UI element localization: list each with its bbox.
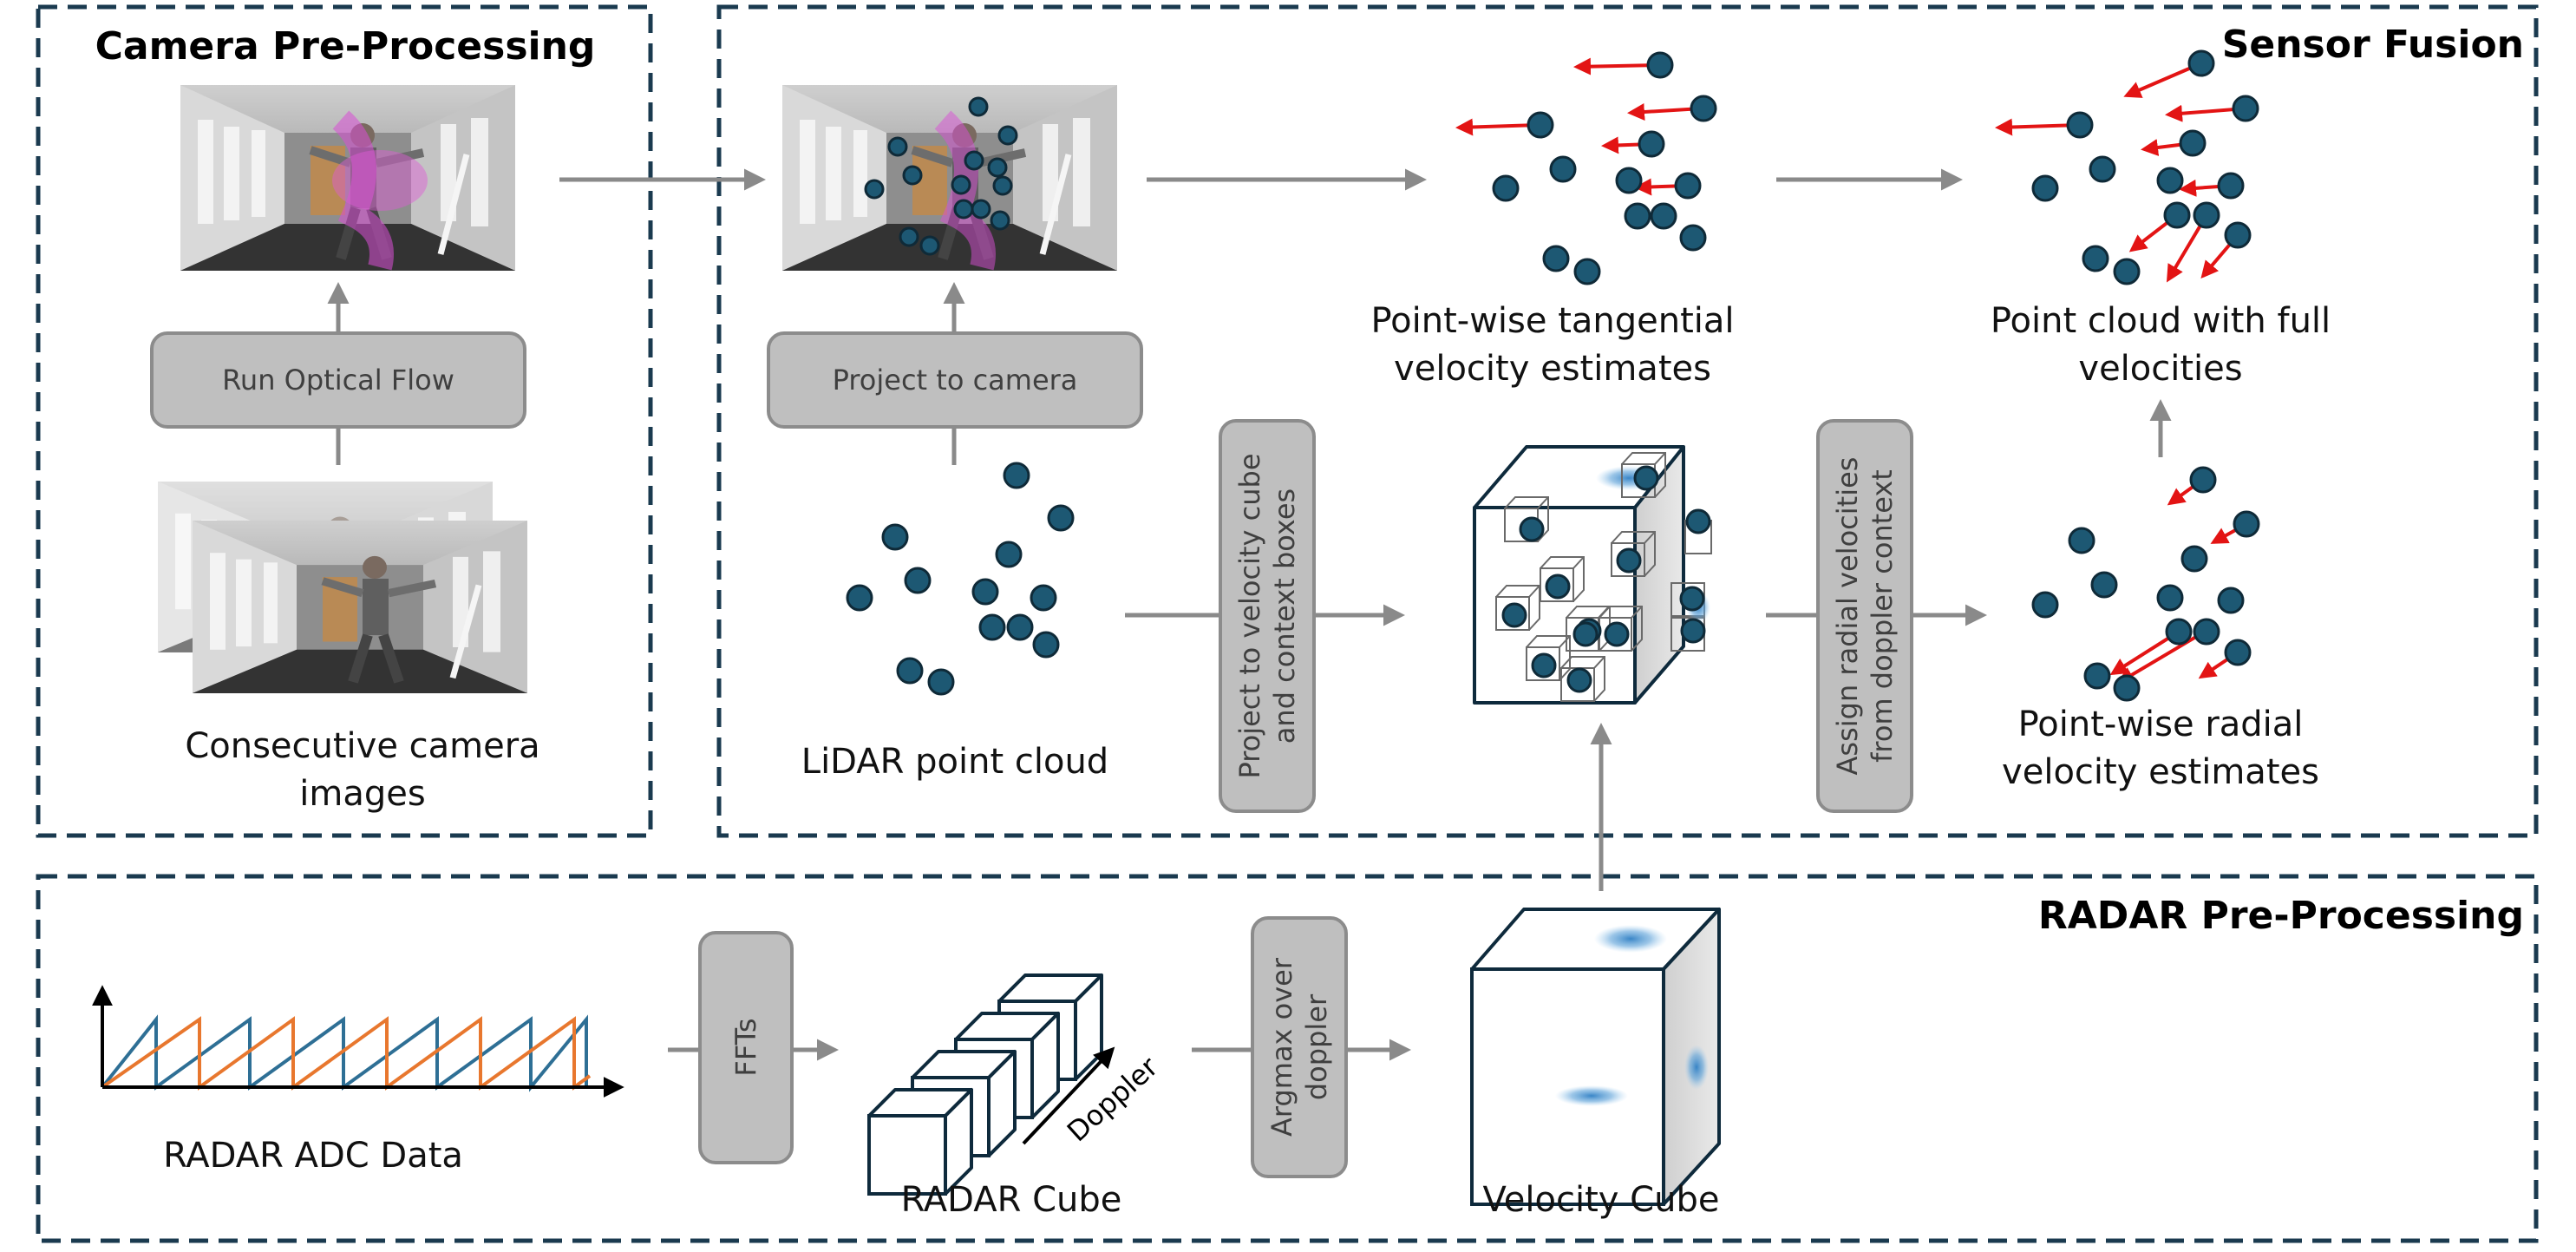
velocity-cube [1470,908,1721,1206]
project-to-velocity-cube-label-1: Project to velocity cube [1233,453,1266,778]
argmax-label-1: Argmax over [1265,957,1298,1137]
camera-panel [36,4,653,838]
argmax-button [1251,916,1348,1178]
full-velocity-caption-line1: Point cloud with full [1991,301,2331,341]
tangential-caption-line2: velocity estimates [1394,349,1711,389]
run-optical-flow-button [150,331,526,429]
camera-panel-title: Camera Pre-Processing [95,24,596,69]
radial-caption-line1: Point-wise radial [2018,705,2304,744]
assign-radial-label-2: from doppler context [1866,469,1899,763]
camera-images-caption-line1: Consecutive camera [185,726,539,766]
project-to-camera-label: Project to camera [833,364,1078,397]
projected-points [864,96,1018,256]
assign-radial-velocities-button [1816,419,1913,813]
full-velocity-cloud [1995,49,2259,285]
velocity-cube-caption: Velocity Cube [1483,1180,1720,1220]
radar-panel-title: RADAR Pre-Processing [2038,894,2524,938]
ffts-button [698,931,794,1164]
sensor-fusion-title: Sensor Fusion [2222,23,2524,67]
full-velocity-caption-line2: velocities [2078,349,2242,389]
radar-panel [36,874,2539,1243]
optical-flow-image [180,85,515,271]
radar-adc-caption: RADAR ADC Data [163,1136,463,1176]
sensor-fusion-panel [716,4,2539,838]
tangential-velocity-cloud [1455,51,1717,285]
radar-cube-stack [867,973,1115,1196]
run-optical-flow-label: Run Optical Flow [222,364,454,397]
radial-velocity-cloud [2031,466,2260,702]
lidar-point-cloud [846,462,1075,696]
radar-cube-caption: RADAR Cube [901,1180,1122,1220]
consecutive-camera-images [158,482,527,693]
project-to-camera-button [767,331,1143,429]
project-to-velocity-cube-button [1219,419,1316,813]
project-to-velocity-cube-label-2: and context boxes [1268,488,1301,744]
radar-adc-plot [92,985,624,1098]
radial-caption-line2: velocity estimates [2002,752,2319,792]
velocity-cube-with-context [1473,445,1712,705]
tangential-caption-line1: Point-wise tangential [1370,301,1734,341]
ffts-label: FFTs [729,1018,762,1076]
lidar-caption: LiDAR point cloud [801,742,1108,782]
projected-camera-image [782,85,1117,271]
camera-images-caption-line2: images [299,774,425,814]
argmax-label-2: doppler [1300,993,1333,1100]
assign-radial-label-1: Assign radial velocities [1831,457,1864,776]
